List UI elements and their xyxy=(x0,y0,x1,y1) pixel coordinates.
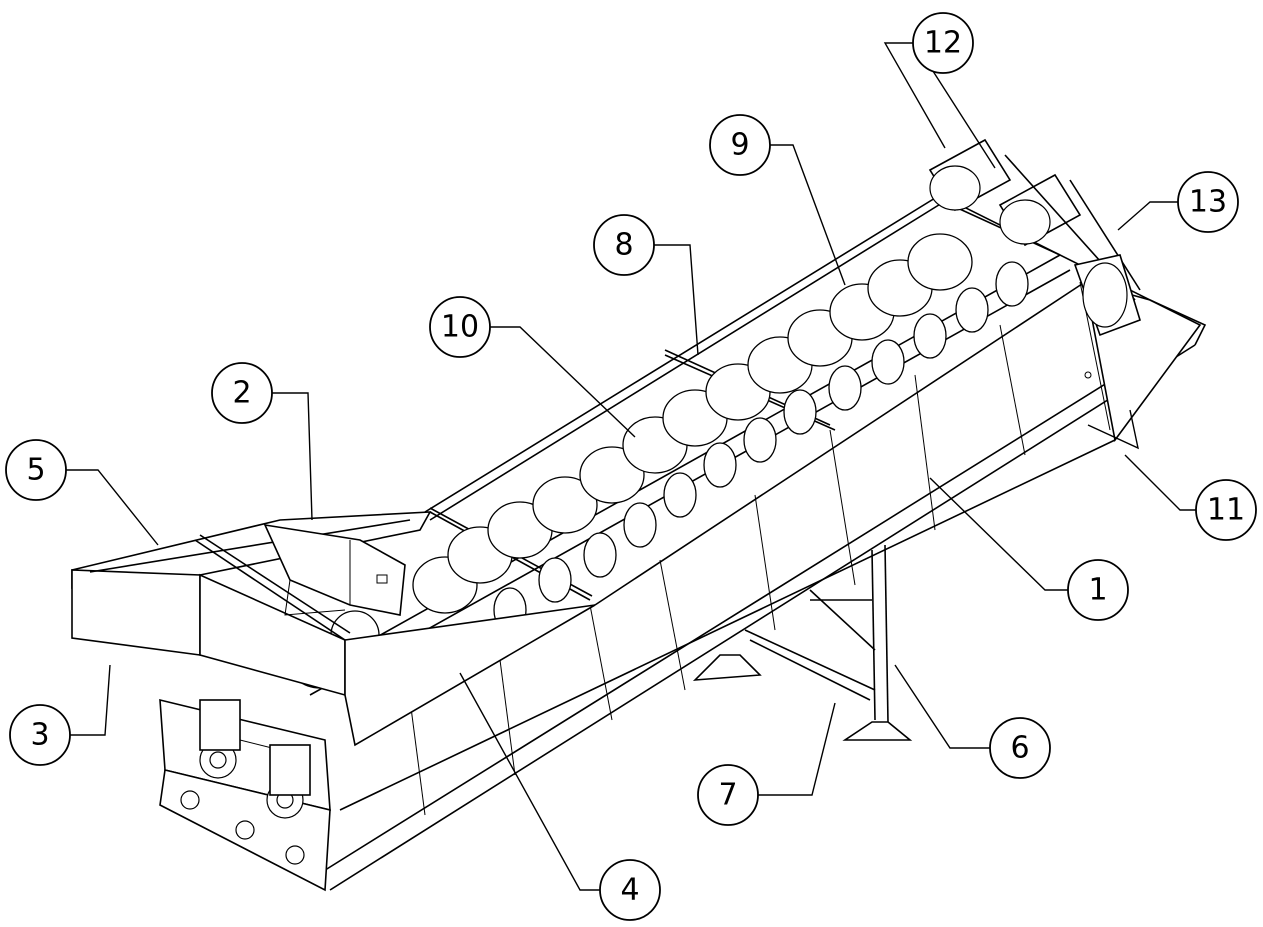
callout-10-label: 10 xyxy=(441,310,479,345)
callout-4-label: 4 xyxy=(620,873,639,908)
callout-6-label: 6 xyxy=(1010,731,1029,766)
callout-3: 3 xyxy=(9,704,71,766)
callout-6: 6 xyxy=(989,717,1051,779)
callout-leaders xyxy=(66,42,1205,891)
upper-drive-motors xyxy=(928,138,1207,346)
callout-9-label: 9 xyxy=(730,128,749,163)
callout-12-label: 12 xyxy=(924,26,962,61)
callout-1-label: 1 xyxy=(1088,573,1107,608)
feed-tank xyxy=(71,511,596,747)
callout-10: 10 xyxy=(429,296,491,358)
callout-4: 4 xyxy=(599,859,661,921)
callout-2: 2 xyxy=(211,362,273,424)
callout-9: 9 xyxy=(709,114,771,176)
callout-1: 1 xyxy=(1067,559,1129,621)
callout-13: 13 xyxy=(1177,171,1239,233)
callout-11-label: 11 xyxy=(1207,493,1245,528)
callout-12: 12 xyxy=(912,12,974,74)
callouts: 1 2 3 4 5 6 7 8 xyxy=(5,12,1257,921)
callout-5: 5 xyxy=(5,439,67,501)
support-structure xyxy=(692,544,913,741)
spiral-screw xyxy=(287,233,1071,696)
callout-13-label: 13 xyxy=(1189,185,1227,220)
callout-7-label: 7 xyxy=(718,778,737,813)
callout-7: 7 xyxy=(697,764,759,826)
callout-3-label: 3 xyxy=(30,718,49,753)
callout-5-label: 5 xyxy=(26,453,45,488)
callout-2-label: 2 xyxy=(232,376,251,411)
callout-8-label: 8 xyxy=(614,228,633,263)
callout-8: 8 xyxy=(593,214,655,276)
lower-drive-assembly xyxy=(159,698,331,892)
callout-11: 11 xyxy=(1195,479,1257,541)
